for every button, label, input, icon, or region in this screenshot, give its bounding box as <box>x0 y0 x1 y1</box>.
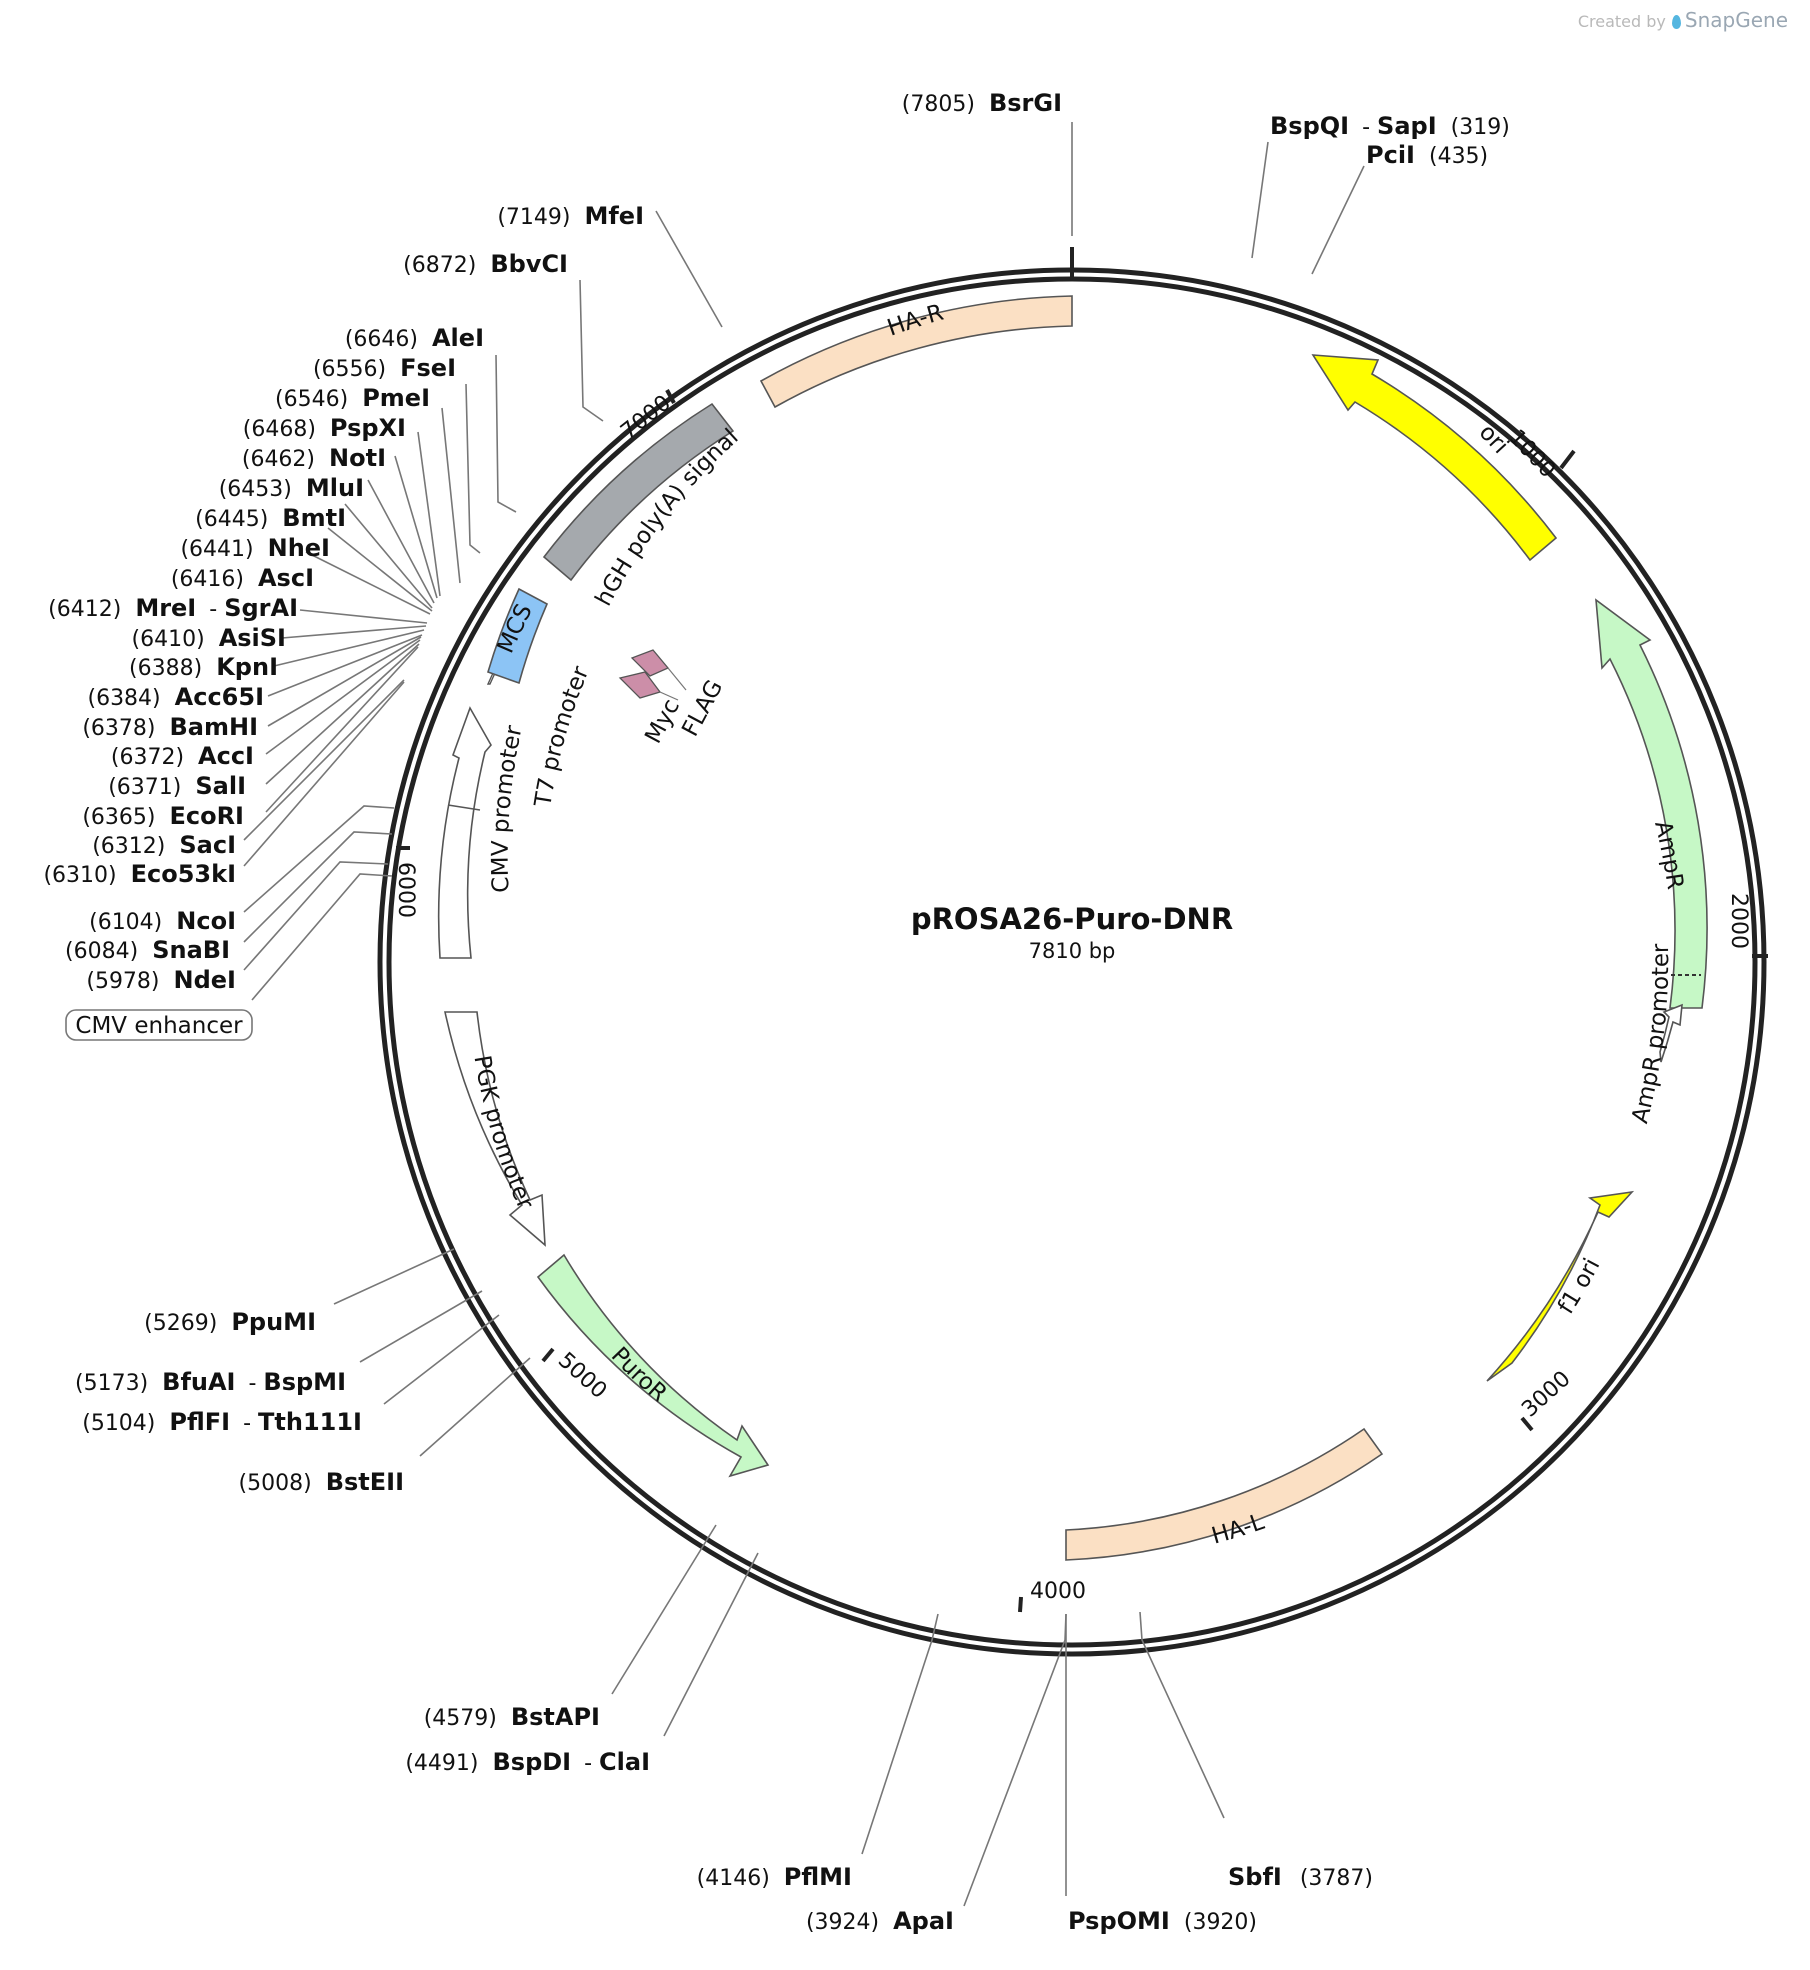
tick-label-2000: 2000 <box>1726 893 1751 949</box>
svg-text:PGK promoter: PGK promoter <box>468 1053 538 1213</box>
enzyme-kpni[interactable]: (6388)KpnI <box>129 653 278 681</box>
svg-text:T7 promoter: T7 promoter <box>530 662 594 809</box>
enzyme-sali[interactable]: (6371)SalI <box>108 772 246 800</box>
feature-ori[interactable] <box>1311 354 1558 562</box>
snapgene-logo-icon <box>1671 15 1681 29</box>
enzyme-bmti[interactable]: (6445)BmtI <box>195 504 346 532</box>
feature-f1-ori[interactable] <box>1486 1190 1635 1382</box>
enzyme-acc65i[interactable]: (6384)Acc65I <box>87 683 264 711</box>
enzyme-ncoi[interactable]: (6104)NcoI <box>89 907 236 935</box>
feature-label-cmv-promoter: CMV promoter <box>488 723 528 893</box>
tick-label-6000: 6000 <box>393 862 418 918</box>
enzyme-ecori[interactable]: (6365)EcoRI <box>82 802 244 830</box>
enzyme-bamhi[interactable]: (6378)BamHI <box>82 713 258 741</box>
enzyme-acci[interactable]: (6372)AccI <box>111 742 254 770</box>
enzyme-sbfi[interactable]: SbfI(3787) <box>1228 1863 1373 1891</box>
enzyme-bsteii[interactable]: (5008)BstEII <box>239 1468 404 1496</box>
snapgene-credit: Created by SnapGene <box>1578 8 1788 32</box>
plasmid-name: pROSA26-Puro-DNR <box>911 902 1233 936</box>
svg-text:CMV promoter: CMV promoter <box>488 723 528 893</box>
enzyme-nhei[interactable]: (6441)NheI <box>180 534 330 562</box>
enzyme-noti[interactable]: (6462)NotI <box>242 444 386 472</box>
enzyme-mfei[interactable]: (7149)MfeI <box>497 202 644 230</box>
enzyme-alei[interactable]: (6646)AleI <box>345 324 484 352</box>
enzyme-saci[interactable]: (6312)SacI <box>92 831 236 859</box>
tick-label-3000: 3000 <box>1517 1366 1575 1422</box>
enzyme-pcii[interactable]: PciI(435) <box>1366 141 1488 169</box>
enzyme-asisi[interactable]: (6410)AsiSI <box>132 624 286 652</box>
feature-label-pgk-promoter: PGK promoter <box>468 1053 538 1213</box>
feature-flag[interactable] <box>630 649 670 677</box>
enzyme-mlui[interactable]: (6453)MluI <box>219 474 364 502</box>
enzyme-labels: (7805)BsrGI BspQI - SapI(319) PciI(435) … <box>43 89 1509 1935</box>
cmv-enhancer-label[interactable]: CMV enhancer <box>65 1009 253 1041</box>
svg-text:AmpR promoter: AmpR promoter <box>1627 943 1674 1126</box>
feature-hgh-polya[interactable] <box>542 402 735 582</box>
feature-ha-r[interactable] <box>759 295 1073 409</box>
enzyme-pflfi-tth111i[interactable]: (5104)PflFI - Tth111I <box>82 1408 362 1436</box>
feature-arcs <box>437 295 1708 1561</box>
enzyme-apai[interactable]: (3924)ApaI <box>806 1907 954 1935</box>
tick-label-4000: 4000 <box>1030 1579 1086 1604</box>
feature-mcs[interactable] <box>487 587 549 685</box>
enzyme-bstapi[interactable]: (4579)BstAPI <box>424 1703 600 1731</box>
plasmid-size: 7810 bp <box>1029 939 1116 963</box>
feature-cmv-promoter[interactable] <box>437 706 492 959</box>
enzyme-pspomi[interactable]: PspOMI(3920) <box>1068 1907 1257 1935</box>
feature-label-flag: FLAG <box>677 676 728 741</box>
enzyme-asci[interactable]: (6416)AscI <box>171 564 314 592</box>
enzyme-fsei[interactable]: (6556)FseI <box>313 354 456 382</box>
enzyme-bspdi-clai[interactable]: (4491)BspDI - ClaI <box>405 1748 650 1776</box>
feature-label-myc: Myc <box>640 695 685 748</box>
feature-pgk-promoter[interactable] <box>444 1011 546 1247</box>
enzyme-snabi[interactable]: (6084)SnaBI <box>65 936 230 964</box>
enzyme-bspqi-sapi[interactable]: BspQI - SapI(319) <box>1270 112 1510 140</box>
enzyme-ppumi[interactable]: (5269)PpuMI <box>144 1308 316 1336</box>
enzyme-leader-lines <box>243 122 1365 1907</box>
feature-ha-l[interactable] <box>1065 1427 1384 1561</box>
enzyme-pflmi[interactable]: (4146)PflMI <box>697 1863 852 1891</box>
enzyme-bsrgi[interactable]: (7805)BsrGI <box>902 89 1062 117</box>
enzyme-pmei[interactable]: (6546)PmeI <box>275 384 430 412</box>
svg-text:PuroR: PuroR <box>606 1342 672 1407</box>
credit-prefix: Created by <box>1577 12 1666 31</box>
enzyme-bfuai-bspmi[interactable]: (5173)BfuAI - BspMI <box>75 1368 346 1396</box>
enzyme-pspxi[interactable]: (6468)PspXI <box>243 414 406 442</box>
enzyme-eco53ki[interactable]: (6310)Eco53kI <box>43 860 236 888</box>
feature-label-puror: PuroR <box>606 1342 672 1407</box>
credit-brand: SnapGene <box>1684 8 1788 32</box>
tick-label-5000: 5000 <box>553 1348 611 1404</box>
enzyme-bbvci[interactable]: (6872)BbvCI <box>403 250 568 278</box>
feature-label-ampr-promoter: AmpR promoter <box>1627 943 1674 1126</box>
feature-puror[interactable] <box>536 1253 770 1478</box>
enzyme-mrei-sgrai[interactable]: (6412)MreI - SgrAI <box>48 594 298 622</box>
feature-ampr-promoter[interactable] <box>1659 1003 1683 1063</box>
cmv-enhancer-text: CMV enhancer <box>75 1013 243 1039</box>
feature-label-t7-promoter: T7 promoter <box>530 662 594 809</box>
feature-myc[interactable] <box>618 671 662 699</box>
feature-ampr[interactable] <box>1595 598 1708 1009</box>
enzyme-ndei[interactable]: (5978)NdeI <box>86 966 236 994</box>
